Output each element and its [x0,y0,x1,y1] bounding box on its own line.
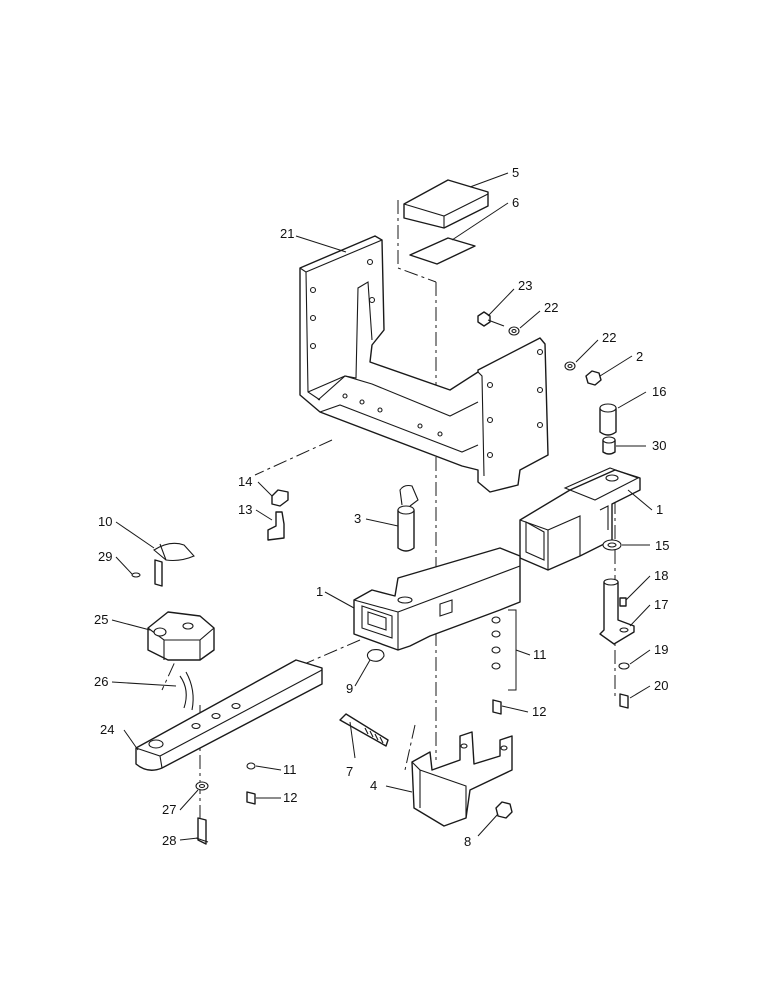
callout-28: 28 [162,833,176,848]
leader-lines [111,172,653,841]
callout-3: 3 [354,511,361,526]
callout-6: 6 [512,195,519,210]
part-11-washers-center [491,616,501,670]
callout-13: 13 [238,502,252,517]
callout-1: 1 [316,584,323,599]
callout-7: 7 [346,764,353,779]
callout-25: 25 [94,612,108,627]
part-9-clip [366,649,385,662]
part-8-nut [495,801,513,819]
part-12-bolt-left [246,791,256,805]
callout-21: 21 [280,226,294,241]
part-2-nut [585,370,602,386]
part-17-pivot-pin [599,578,635,645]
part-29-clip [131,572,141,578]
part-12-bolt-center [492,699,502,715]
part-10-drawbar-pin [153,542,195,587]
callout-12: 12 [532,704,546,719]
part-16-bushing [599,403,617,436]
callout-22: 22 [544,300,558,315]
callout-26: 26 [94,674,108,689]
part-22-washer-lower [564,361,576,371]
part-25-clevis [147,611,215,661]
callout-9: 9 [346,681,353,696]
callout-4: 4 [370,778,377,793]
part-30-bushing [602,436,616,455]
part-19-washer [618,662,630,670]
part-20-bolt [619,693,629,709]
callout-22: 22 [602,330,616,345]
part-1-drawbar-tube [353,547,521,651]
part-15-washer [602,539,622,551]
callout-12: 12 [283,790,297,805]
callout-11: 11 [533,647,547,662]
part-7-bolt [339,713,389,747]
callout-8: 8 [464,834,471,849]
part-21-support-frame [299,235,549,493]
callout-30: 30 [652,438,666,453]
callout-14: 14 [238,474,252,489]
part-27-washer [195,781,209,791]
part-11-washer-left [246,762,256,770]
part-5-cap [403,179,489,229]
callout-15: 15 [655,538,669,553]
part-26-spring-clip [179,671,194,711]
callout-19: 19 [654,642,668,657]
part-28-bolt [195,817,209,845]
callout-11: 11 [283,762,297,777]
part-3-hitch-pin [397,484,419,552]
callout-10: 10 [98,514,112,529]
callout-17: 17 [654,597,668,612]
part-18-grease-fitting [619,597,627,607]
part-4-u-bracket [411,731,513,827]
callout-5: 5 [512,165,519,180]
callouts: 5 6 21 23 22 22 2 16 30 1 15 18 17 19 20… [94,165,669,849]
callout-29: 29 [98,549,112,564]
callout-23: 23 [518,278,532,293]
part-6-shim [409,237,476,265]
part-22-washer-upper [508,326,520,336]
part-1-swing-bracket [519,467,641,571]
part-24-drawbar [135,659,323,771]
callout-16: 16 [652,384,666,399]
callout-20: 20 [654,678,668,693]
callout-18: 18 [654,568,668,583]
callout-24: 24 [100,722,114,737]
part-14-clip [271,489,289,507]
callout-2: 2 [636,349,643,364]
callout-1: 1 [656,502,663,517]
part-13-keeper [267,511,285,541]
part-23-bolt [477,311,505,327]
callout-27: 27 [162,802,176,817]
